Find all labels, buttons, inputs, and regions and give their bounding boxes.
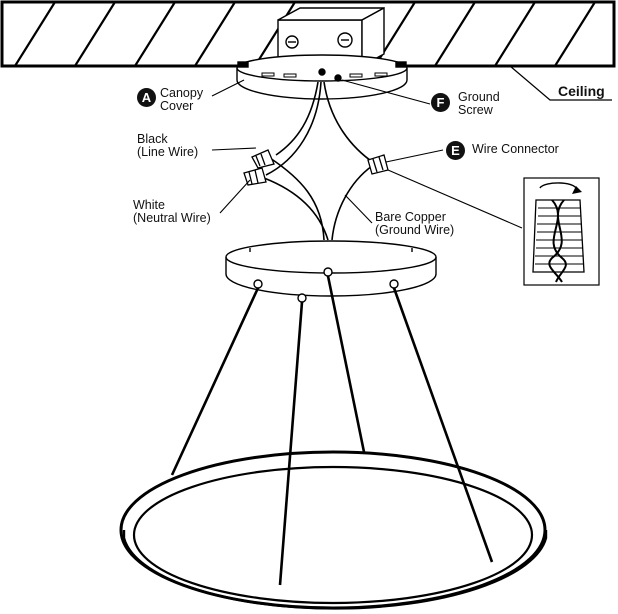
canopy-cover-badge: A	[137, 88, 156, 107]
wire-connector-label: Wire Connector	[472, 142, 559, 156]
canopy-cover	[236, 54, 408, 100]
ground-screw-line2: Screw	[458, 103, 493, 117]
ground-screw-label: Ground Screw	[458, 91, 500, 117]
suspension-cables	[170, 275, 494, 586]
wire-connector-badge: E	[446, 141, 465, 160]
ring-light	[119, 450, 548, 610]
supply-wires	[265, 81, 375, 176]
ground-wire-line2: (Ground Wire)	[375, 223, 455, 237]
ground-wire-nut	[367, 154, 389, 175]
black-wire-line1: Black	[137, 132, 168, 146]
fixture-wires	[263, 157, 373, 241]
black-wire-label: Black (Line Wire)	[137, 133, 198, 159]
ground-wire-label: Bare Copper (Ground Wire)	[375, 211, 454, 237]
ground-wire-line1: Bare Copper	[375, 210, 446, 224]
fixture-canopy	[225, 240, 437, 303]
ground-screw-badge: F	[431, 93, 450, 112]
canopy-cover-label: Canopy Cover	[160, 87, 203, 113]
ceiling-label: Ceiling	[558, 83, 605, 99]
ceiling-leader	[509, 65, 612, 101]
ground-screw-line1: Ground	[458, 90, 500, 104]
white-wire-label: White (Neutral Wire)	[133, 199, 211, 225]
wire-connector-inset	[523, 177, 600, 286]
canopy-cover-line1: Canopy	[160, 86, 204, 100]
white-wire-line2: (Neutral Wire)	[133, 211, 211, 225]
black-wire-nut	[251, 149, 275, 169]
leader-lines	[211, 79, 523, 229]
canopy-cover-line2: Cover	[160, 99, 194, 113]
black-wire-line2: (Line Wire)	[137, 145, 199, 159]
white-wire-line1: White	[133, 198, 165, 212]
